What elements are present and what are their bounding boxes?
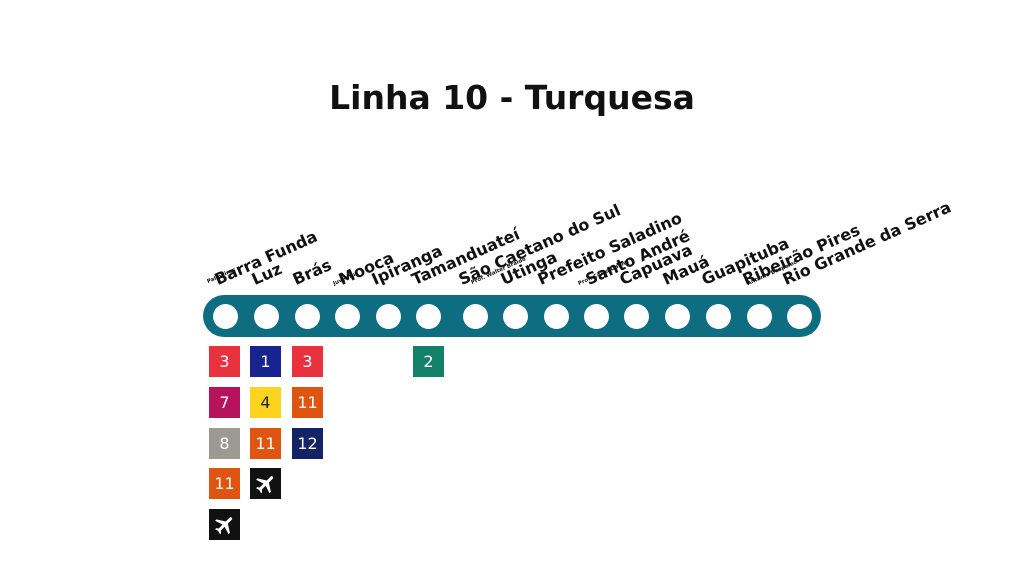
station-stop[interactable] — [705, 304, 731, 329]
station-stop[interactable] — [375, 304, 401, 329]
airport-connection — [250, 468, 281, 499]
line-connection-badge: 3 — [209, 346, 240, 377]
station-stop[interactable] — [746, 304, 772, 329]
station-stop[interactable] — [415, 304, 441, 329]
line-connection-badge: 11 — [250, 428, 281, 459]
station-stop[interactable] — [502, 304, 528, 329]
airplane-icon — [254, 472, 278, 496]
station-stop[interactable] — [212, 304, 238, 329]
line-connection-badge: 4 — [250, 387, 281, 418]
station-stop[interactable] — [583, 304, 609, 329]
line-connection-badge: 2 — [413, 346, 444, 377]
station-stop[interactable] — [294, 304, 320, 329]
station-stop[interactable] — [664, 304, 690, 329]
line-connection-badge: 11 — [292, 387, 323, 418]
station-stop[interactable] — [462, 304, 488, 329]
station-stop[interactable] — [334, 304, 360, 329]
line-connection-badge: 11 — [209, 468, 240, 499]
station-stop[interactable] — [786, 304, 812, 329]
station-stop[interactable] — [253, 304, 279, 329]
line-connection-badge: 1 — [250, 346, 281, 377]
line-connection-badge: 12 — [292, 428, 323, 459]
diagram-title: Linha 10 - Turquesa — [329, 78, 695, 117]
airplane-icon — [213, 513, 237, 537]
line-connection-badge: 3 — [292, 346, 323, 377]
airport-connection — [209, 509, 240, 540]
station-name: Brás — [289, 255, 335, 289]
line-connection-badge: 8 — [209, 428, 240, 459]
station-stop[interactable] — [543, 304, 569, 329]
line-connection-badge: 7 — [209, 387, 240, 418]
station-stop[interactable] — [623, 304, 649, 329]
